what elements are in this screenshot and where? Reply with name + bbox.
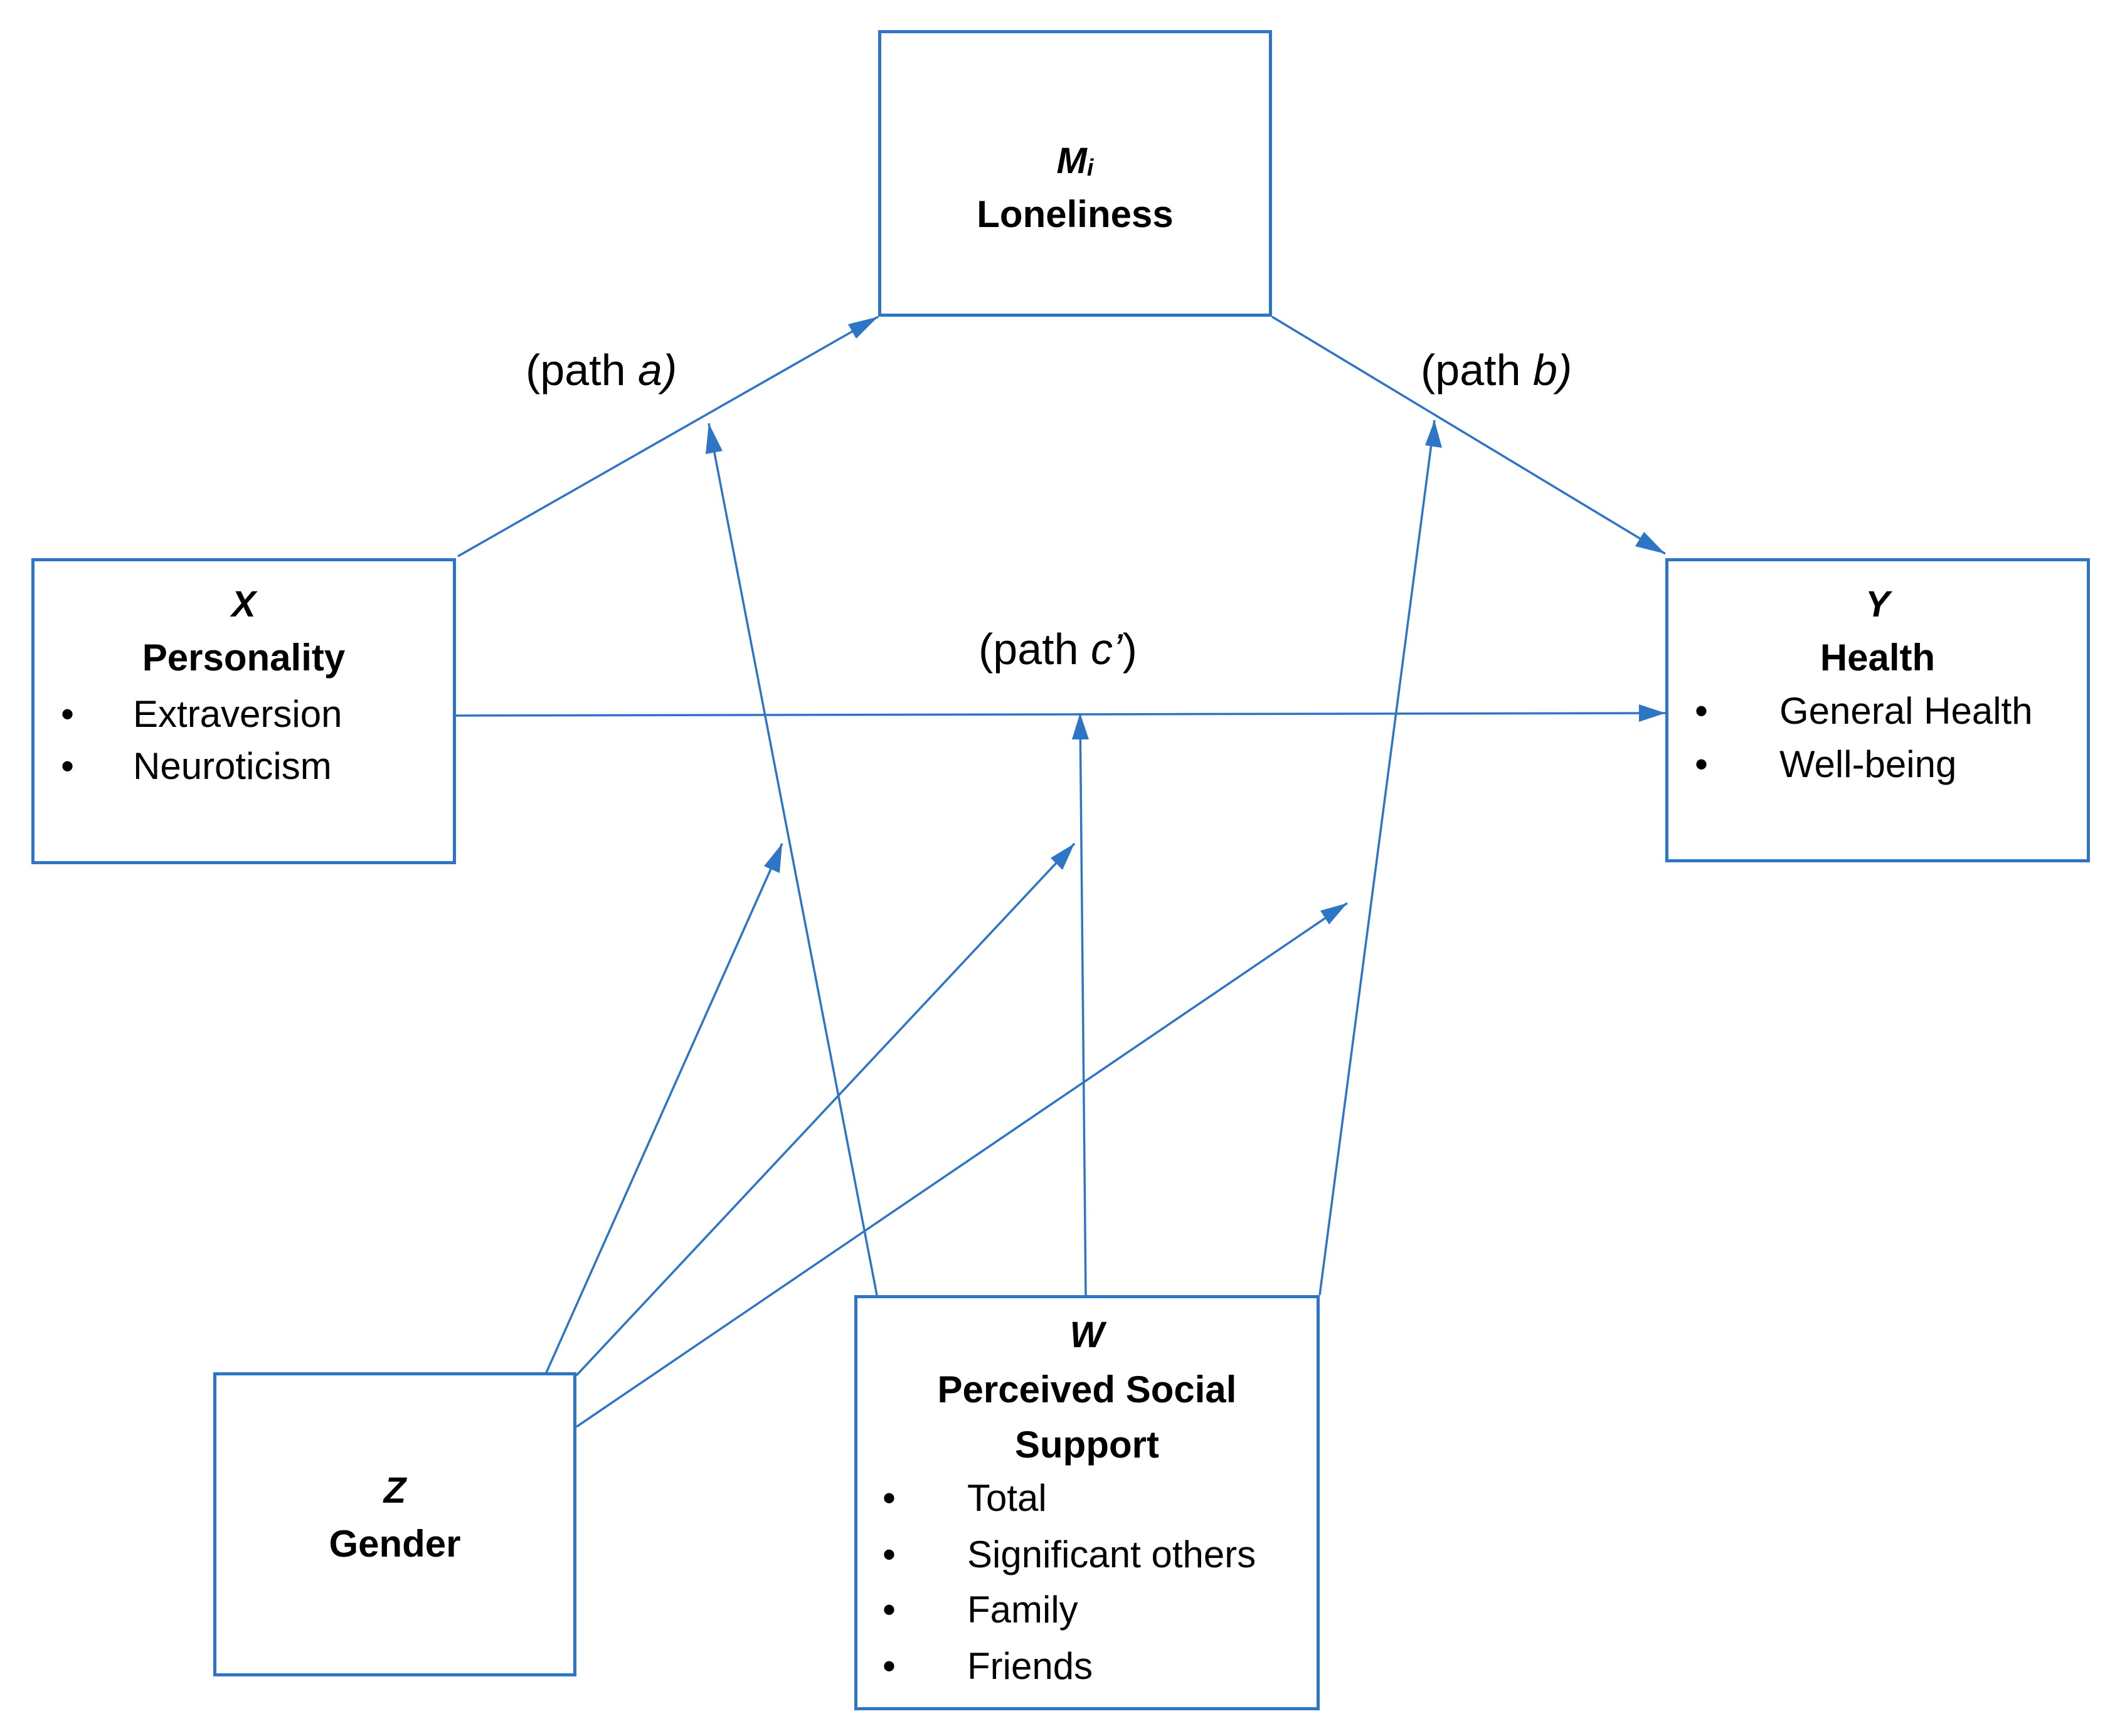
node-m-subscript: i [1086, 155, 1094, 182]
node-x-personality: X Personality •Extraversion •Neuroticism [31, 558, 456, 864]
arrow-z-to-w-a-link [544, 843, 783, 1376]
arrow-w-to-path-a [708, 423, 878, 1296]
label-path-c-prime: (path c’) [978, 625, 1137, 674]
arrowhead-w-to-path-c [1072, 713, 1089, 739]
node-w-name-line1: Perceived Social [937, 1368, 1237, 1410]
bullet-icon: • [883, 1589, 896, 1631]
node-w-perceived-social-support: W Perceived Social Support •Total •Signi… [854, 1295, 1320, 1710]
node-w-item: •Family [883, 1582, 1078, 1638]
node-z-gender: Z Gender [213, 1372, 576, 1676]
node-y-item: •Well-being [1695, 737, 1956, 792]
node-x-var: X [231, 584, 256, 625]
arrowhead-w-to-path-a [706, 423, 723, 454]
arrow-z-to-w-c-link [575, 842, 1076, 1377]
arrowhead-path-c [1639, 704, 1665, 722]
bullet-icon: • [883, 1533, 896, 1575]
arrowhead-z-to-w-a-link [764, 844, 782, 873]
node-w-name-line2: Support [1015, 1424, 1159, 1466]
bullet-icon: • [61, 693, 75, 735]
arrowhead-w-to-path-b [1425, 420, 1442, 448]
arrow-w-to-path-c [1079, 712, 1087, 1296]
bullet-icon: • [883, 1645, 896, 1687]
node-y-var: Y [1865, 584, 1890, 625]
node-w-item: •Total [883, 1471, 1047, 1526]
arrow-path-c [455, 712, 1666, 717]
arrow-w-to-path-b [1318, 420, 1436, 1296]
arrowhead-z-to-w-c-link [1051, 844, 1074, 870]
node-y-name: Health [1820, 637, 1936, 679]
label-path-a: (path a) [526, 346, 677, 394]
arrow-path-a [457, 315, 879, 558]
node-x-item: •Neuroticism [61, 739, 332, 794]
bullet-icon: • [61, 745, 75, 787]
node-x-name: Personality [142, 637, 346, 679]
arrowhead-z-to-w-b-link [1320, 903, 1347, 924]
node-y-item: •General Health [1695, 684, 2033, 739]
label-path-b: (path b) [1421, 346, 1572, 394]
bullet-icon: • [1695, 743, 1709, 785]
node-w-var: W [1069, 1315, 1105, 1355]
node-y-health: Y Health •General Health •Well-being [1665, 558, 2090, 862]
node-x-item: •Extraversion [61, 687, 342, 742]
node-z-name: Gender [329, 1523, 461, 1565]
node-m-var: M [1056, 140, 1087, 181]
node-m-name: Loneliness [977, 193, 1174, 235]
bullet-icon: • [1695, 690, 1709, 732]
arrowhead-path-b [1635, 532, 1665, 554]
arrow-z-to-w-b-link [576, 902, 1348, 1428]
node-z-var: Z [383, 1470, 406, 1511]
node-w-item: •Significant others [883, 1527, 1256, 1582]
node-m-loneliness: Mi Loneliness [878, 30, 1272, 317]
arrowhead-path-a [848, 317, 878, 339]
arrow-path-b [1271, 315, 1666, 555]
node-w-item: •Friends [883, 1639, 1093, 1694]
bullet-icon: • [883, 1477, 896, 1519]
